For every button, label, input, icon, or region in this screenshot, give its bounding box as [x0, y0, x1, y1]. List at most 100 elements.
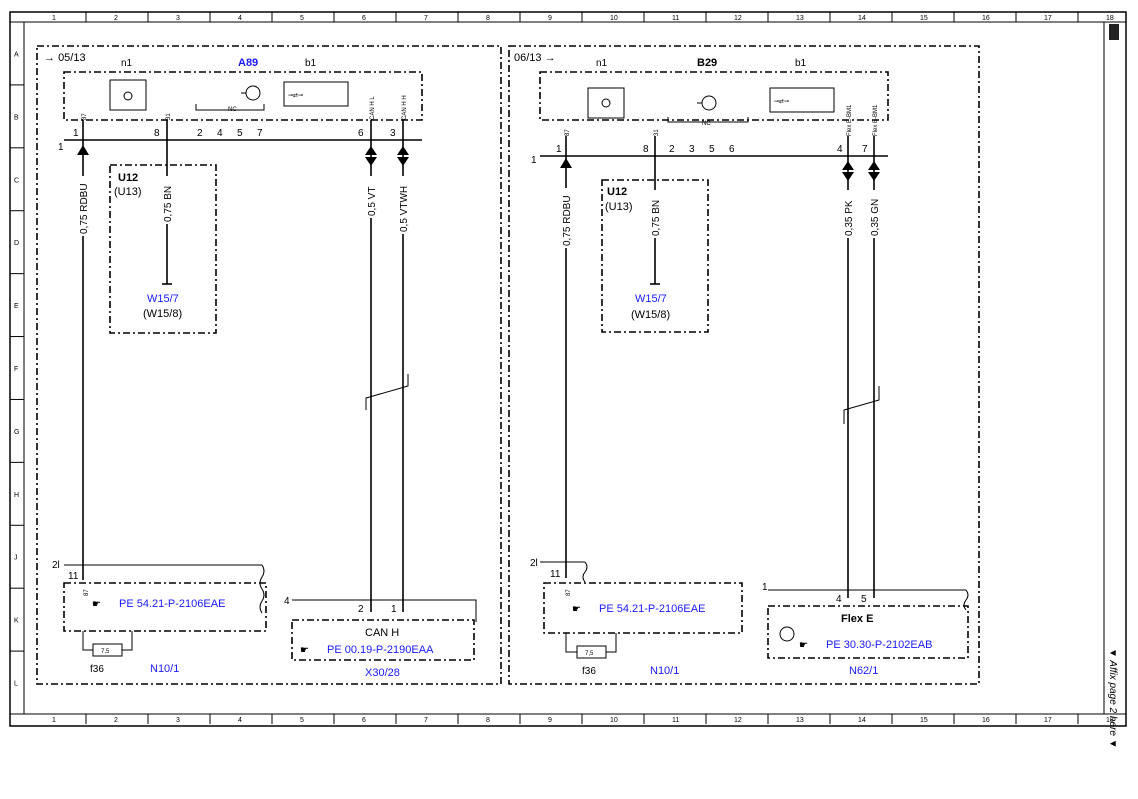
a89-pin-87: 87	[82, 113, 88, 120]
b29-b1-box	[769, 87, 835, 113]
u12-box-right	[601, 179, 709, 333]
wire-rdbu-right-label-bg	[560, 188, 572, 248]
n62-flex-e: Flex E	[841, 613, 873, 625]
grid-column-label: 15	[920, 717, 928, 724]
grid-row-label: C	[14, 177, 19, 184]
left-panel: → 05/13 A89 n1 b1 ⊸⇄⊸ NC 1 87 8 31 2 4 5…	[36, 45, 502, 685]
a89-transistor-icon	[245, 85, 261, 101]
arrow-up-rdbu-left	[77, 145, 89, 155]
arrow-can-l-left	[365, 146, 377, 166]
b29-pin-6: 6	[729, 144, 735, 155]
n10-87-right: 87	[566, 589, 572, 596]
fuse-val-right: 7,5	[585, 651, 594, 657]
grid-column-label: 15	[920, 15, 928, 22]
a89-pin-3: 3	[390, 128, 396, 139]
grid-column-label: 5	[300, 717, 304, 724]
pe-hand-icon-right-1: ☛	[572, 604, 581, 615]
x30-box	[291, 619, 475, 661]
u13-left: (U13)	[114, 186, 142, 198]
wire-pk-right-label-bg	[842, 190, 854, 238]
arrow-can-h-left	[397, 146, 409, 166]
a89-pin-4: 4	[217, 128, 223, 139]
twist-mark-left	[365, 374, 409, 410]
grid-column-label: 5	[300, 15, 304, 22]
grid-column-label: 7	[424, 15, 428, 22]
pe-hand-icon-left-1: ☛	[92, 599, 101, 610]
a89-pin-7: 7	[257, 128, 263, 139]
grid-row-label: L	[14, 681, 18, 688]
pe-n62: PE 30.30-P-2102EAB	[826, 639, 932, 651]
pe-n10-left: PE 54.21-P-2106EAE	[119, 598, 225, 610]
wire-gn-right-label: 0,35 GN	[870, 199, 881, 236]
n10-87-left: 87	[84, 589, 90, 596]
b29-pin-31: 31	[654, 129, 660, 136]
grid-row-label: H	[14, 492, 19, 499]
wire-rdbu-left-label-bg	[77, 176, 89, 236]
wire-pk-right-label: 0,35 PK	[844, 200, 855, 236]
a89-pin-can-l: CAN H L	[370, 96, 376, 120]
b29-pin-87: 87	[565, 129, 571, 136]
arrow-flex-2-right	[868, 161, 880, 181]
b29-nc-label: NC	[702, 121, 711, 127]
b29-box	[539, 71, 889, 121]
a89-pin-8: 8	[154, 128, 160, 139]
right-panel: 06/13 → B29 n1 b1 ⊸⇄⊸ NC 1 87 8 31 2 3 5…	[508, 45, 980, 685]
grid-column-label: 9	[548, 15, 552, 22]
pe-x30: PE 00.19-P-2190EAA	[327, 644, 434, 656]
grid-column-label: 10	[610, 15, 618, 22]
a89-b1: b1	[305, 58, 317, 69]
grid-column-label: 14	[858, 15, 866, 22]
n10-label-left: N10/1	[150, 663, 179, 675]
wire-vt-left-label: 0,5 VT	[367, 187, 378, 216]
wire-bn-right-label-bg	[649, 190, 661, 238]
n62-pin-5: 5	[861, 594, 867, 605]
fuse-box-right	[576, 645, 607, 659]
grid-column-label: 16	[982, 15, 990, 22]
wire-vtwh-left-label-bg	[397, 176, 409, 234]
a89-n1: n1	[121, 58, 133, 69]
grid-column-label: 18	[1106, 717, 1114, 724]
x30-label: X30/28	[365, 667, 400, 679]
b29-bus-number: 1	[531, 155, 537, 166]
n62-transistor-icon	[779, 626, 795, 642]
b29-pin-3: 3	[689, 144, 695, 155]
fuse-box-left	[92, 643, 123, 657]
twist-mark-right	[843, 386, 880, 424]
grid-column-label: 3	[176, 15, 180, 22]
fuse-circuit-right	[565, 633, 617, 653]
b29-pin-flex-2: Flex E-BM1	[873, 104, 879, 136]
w15-8-right: (W15/8)	[631, 309, 670, 321]
a89-n1-box	[109, 79, 147, 111]
grid-row-label: B	[14, 114, 19, 121]
a89-bus-number: 1	[58, 142, 64, 153]
a89-pin-1: 1	[73, 128, 79, 139]
a89-nc-label: NC	[228, 107, 237, 113]
grid-column-label: 16	[982, 717, 990, 724]
n62-pin-4: 4	[836, 594, 842, 605]
corner-mark-icon	[1109, 24, 1119, 40]
grid-column-label: 3	[176, 717, 180, 724]
b29-pin-1: 1	[556, 144, 562, 155]
a89-n1-icon	[123, 91, 133, 101]
b29-n1-icon	[601, 98, 611, 108]
wire-vtwh-left-label: 0,5 VTWH	[399, 186, 410, 232]
a89-pin-2: 2	[197, 128, 203, 139]
b29-pin-5: 5	[709, 144, 715, 155]
grid-column-label: 13	[796, 15, 804, 22]
pe-hand-icon-n62: ☛	[799, 640, 808, 651]
a89-pin-6: 6	[358, 128, 364, 139]
b29-label: B29	[697, 57, 717, 69]
a89-pin-31: 31	[166, 113, 172, 120]
grid-row-label: E	[14, 303, 19, 310]
a89-box	[63, 71, 423, 121]
grid-column-label: 6	[362, 717, 366, 724]
n10-2l-right: 2l	[530, 558, 538, 569]
grid-column-label: 12	[734, 717, 742, 724]
arrow-up-rdbu-right	[560, 158, 572, 168]
u13-right: (U13)	[605, 201, 633, 213]
grid-row-label: K	[14, 618, 19, 625]
grid-column-label: 2	[114, 717, 118, 724]
right-page-ref: 06/13 →	[514, 52, 556, 64]
b29-pin-7: 7	[862, 144, 868, 155]
